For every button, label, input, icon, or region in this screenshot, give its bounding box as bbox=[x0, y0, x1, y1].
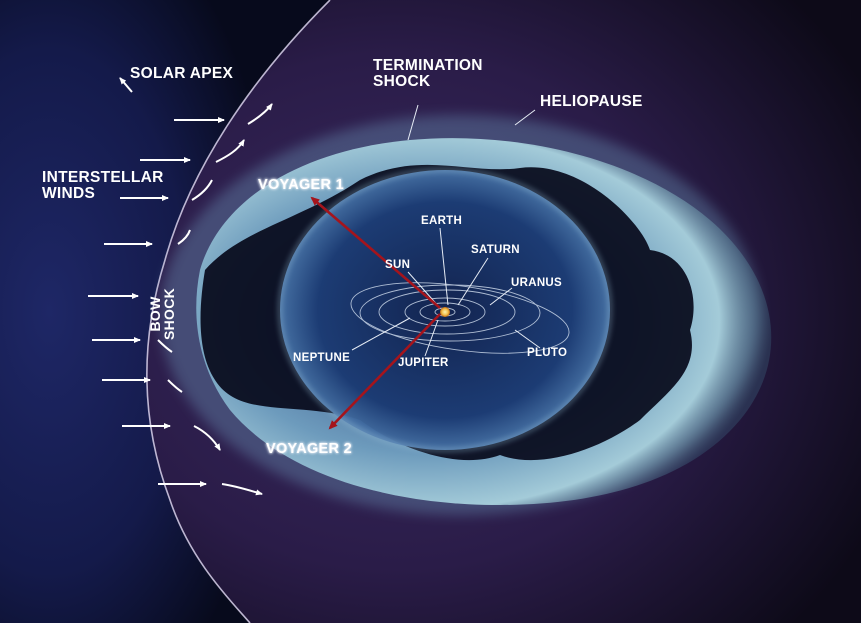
deflected-wind bbox=[193, 425, 221, 451]
inner-heliosphere-rim bbox=[278, 168, 612, 452]
interstellar-medium bbox=[0, 0, 330, 623]
pluto-label: PLUTO bbox=[527, 347, 568, 359]
uranus-label: URANUS bbox=[511, 277, 562, 289]
voyager-1-label: VOYAGER 1 bbox=[258, 177, 344, 193]
deflected-wind bbox=[215, 139, 245, 163]
interstellar-winds-line-1: INTERSTELLAR bbox=[42, 169, 164, 186]
planetary-orbits bbox=[350, 282, 570, 354]
solar-apex-arrow bbox=[119, 77, 133, 93]
sun-label: SUN bbox=[385, 259, 411, 271]
earth-leader bbox=[439, 227, 449, 306]
bow-shock-line bbox=[146, 0, 331, 623]
saturn-label: SATURN bbox=[471, 244, 520, 256]
orbit-jupiter bbox=[419, 302, 471, 322]
deflected-wind bbox=[177, 229, 191, 245]
orbit-neptune bbox=[359, 284, 541, 342]
interstellar-winds-label: INTERSTELLAR WINDS bbox=[42, 170, 164, 201]
orbit-pluto bbox=[350, 282, 570, 354]
bow-shock-label: BOW SHOCK bbox=[147, 287, 177, 340]
uranus-leader bbox=[489, 287, 513, 306]
termination-shock-label: TERMINATION SHOCK bbox=[373, 58, 483, 89]
bow-shock-line-2: SHOCK bbox=[161, 287, 177, 340]
deflected-wind bbox=[221, 483, 263, 496]
orbit-saturn bbox=[404, 297, 486, 327]
solar-apex-label: SOLAR APEX bbox=[130, 65, 234, 82]
termination-shock-line-1: TERMINATION bbox=[373, 57, 483, 74]
bow-shock-line-1: BOW bbox=[147, 296, 163, 332]
deflected-wind-curves bbox=[157, 103, 273, 496]
deflected-wind bbox=[167, 379, 183, 393]
neptune-label: NEPTUNE bbox=[293, 352, 351, 364]
deflected-wind bbox=[157, 339, 173, 353]
jupiter-leader bbox=[424, 319, 439, 357]
pluto-leader bbox=[514, 329, 541, 349]
voyager-2-trajectory bbox=[328, 313, 441, 430]
interstellar-wind-arrows bbox=[88, 117, 225, 487]
sun-icon bbox=[440, 307, 450, 317]
interstellar-winds-line-2: WINDS bbox=[42, 184, 96, 202]
deflected-wind bbox=[247, 103, 273, 125]
planet-leader-lines bbox=[351, 104, 541, 357]
voyager-2-label: VOYAGER 2 bbox=[266, 441, 352, 457]
saturn-leader bbox=[457, 257, 489, 306]
heliopause-leader bbox=[514, 109, 536, 126]
heliopause-label: HELIOPAUSE bbox=[540, 93, 643, 110]
termination-shock-line-2: SHOCK bbox=[373, 72, 431, 90]
earth-label: EARTH bbox=[421, 215, 463, 227]
jupiter-label: JUPITER bbox=[398, 357, 449, 369]
deflected-wind bbox=[191, 179, 213, 201]
termination-shock-leader bbox=[407, 104, 419, 141]
voyager-1-trajectory bbox=[310, 196, 441, 309]
orbit-uranus bbox=[378, 289, 516, 335]
neptune-leader bbox=[351, 317, 411, 351]
